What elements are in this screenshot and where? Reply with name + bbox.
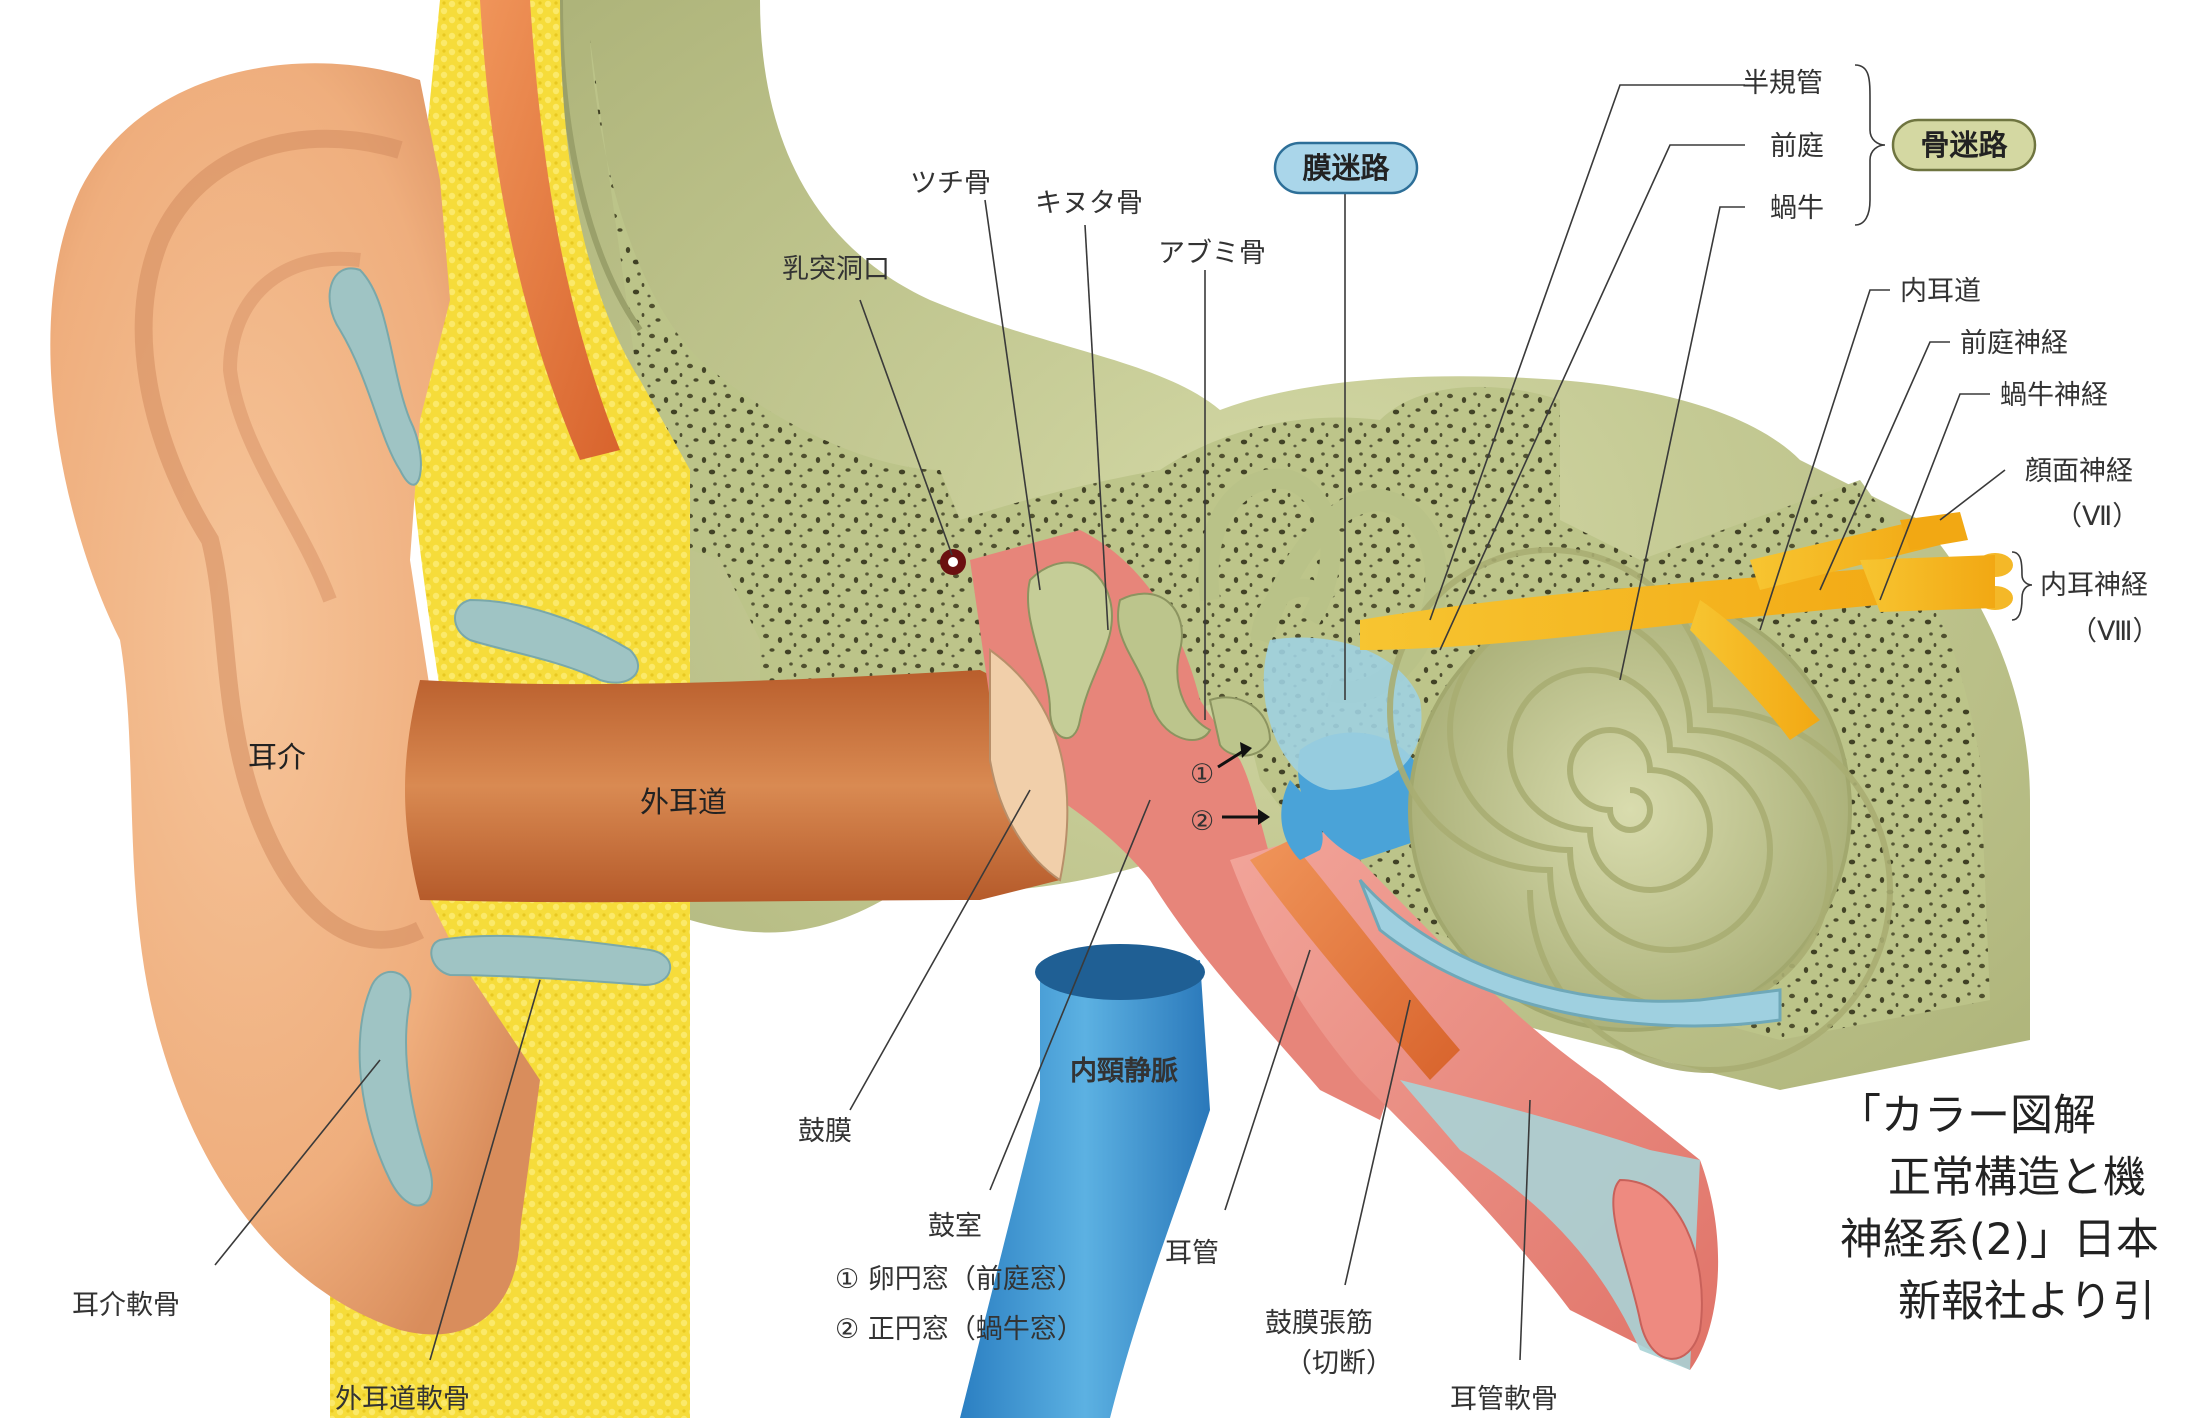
label-external-canal: 外耳道 [640, 785, 727, 819]
label-tube-cartilage: 耳管軟骨 [1450, 1384, 1558, 1415]
citation-line-1: 「カラー図解 [1838, 1091, 2096, 1141]
label-tensor-cut: （切断） [1285, 1348, 1393, 1379]
label-ext-canal-cartilage: 外耳道軟骨 [335, 1384, 470, 1415]
citation-line-4: 新報社より引 [1898, 1277, 2155, 1327]
membranous-labyrinth-tag: 膜迷路 [1275, 143, 1417, 193]
label-facial-nerve: 顔面神経 [2025, 456, 2133, 487]
internal-jugular-vein [960, 944, 1210, 1418]
label-inner-ear-nerve-num: （Ⅷ） [2070, 616, 2160, 647]
citation-line-2: 正常構造と機 [1888, 1153, 2146, 1203]
label-oval-window: ① 卵円窓（前庭窓） [835, 1264, 1084, 1295]
label-round-window: ② 正円窓（蝸牛窓） [835, 1314, 1084, 1345]
label-facial-nerve-num: （Ⅶ） [2055, 501, 2139, 532]
label-pinna-cartilage: 耳介軟骨 [72, 1290, 180, 1321]
label-mastoid-antrum: 乳突洞口 [782, 254, 890, 285]
label-eustachian-tube: 耳管 [1165, 1238, 1219, 1269]
citation-line-3: 神経系(2)」日本 [1840, 1215, 2159, 1265]
marker-oval-window: ① [1190, 759, 1214, 790]
citation: 「カラー図解 正常構造と機 神経系(2)」日本 新報社より引 [1838, 1091, 2159, 1327]
bony-labyrinth-tag: 骨迷路 [1893, 120, 2035, 170]
label-malleus: ツチ骨 [910, 168, 991, 199]
label-membranous-labyrinth: 膜迷路 [1302, 151, 1390, 185]
label-tympanic-cavity: 鼓室 [928, 1211, 982, 1242]
label-pinna: 耳介 [248, 740, 306, 774]
label-tensor-tympani: 鼓膜張筋 [1265, 1308, 1373, 1339]
external-auditory-canal [405, 670, 1060, 902]
label-jugular-vein: 内頸静脈 [1070, 1056, 1178, 1087]
label-bony-labyrinth: 骨迷路 [1920, 128, 2008, 162]
label-cochlear-nerve: 蝸牛神経 [2000, 380, 2108, 411]
label-inner-ear-nerve: 内耳神経 [2040, 570, 2148, 601]
label-stapes: アブミ骨 [1158, 238, 1266, 269]
label-incus: キヌタ骨 [1035, 188, 1143, 219]
label-vestibule: 前庭 [1770, 131, 1824, 162]
label-internal-meatus: 内耳道 [1900, 276, 1981, 307]
label-vestibular-nerve: 前庭神経 [1960, 328, 2068, 359]
marker-round-window: ② [1190, 806, 1214, 837]
label-semicircular-canals: 半規管 [1742, 68, 1823, 99]
label-eardrum: 鼓膜 [798, 1116, 852, 1147]
label-cochlea: 蝸牛 [1770, 193, 1824, 224]
